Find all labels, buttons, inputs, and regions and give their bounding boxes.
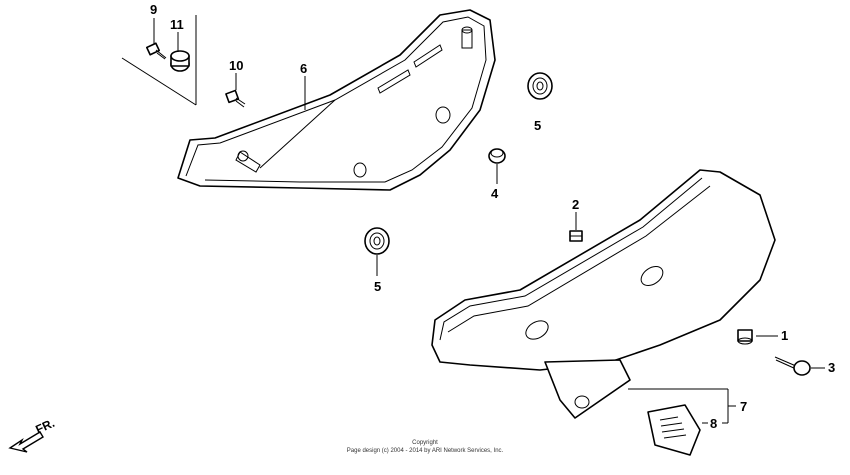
part-8-label[interactable]: [647, 404, 701, 456]
part-7-right-side-cover[interactable]: [431, 169, 776, 419]
part-10-bolt[interactable]: [225, 89, 246, 108]
part-2-nut[interactable]: [569, 230, 583, 242]
callout-5-upper: 5: [534, 118, 541, 133]
callout-1: 1: [781, 328, 788, 343]
callout-4: 4: [491, 186, 499, 201]
part-4-grommet[interactable]: [488, 148, 506, 164]
callout-9: 9: [150, 2, 157, 17]
callout-2: 2: [572, 197, 579, 212]
callout-3: 3: [828, 360, 835, 375]
part-11-collar[interactable]: [170, 50, 190, 72]
part-6-left-side-cover[interactable]: [177, 9, 496, 191]
callout-5-lower: 5: [374, 279, 381, 294]
part-3-screw[interactable]: [774, 356, 811, 376]
footer-copyright: Copyright: [412, 440, 438, 446]
callout-6: 6: [300, 61, 307, 76]
part-9-screw[interactable]: [145, 42, 167, 60]
footer-page-design: Page design (c) 2004 - 2014 by ARI Netwo…: [347, 448, 504, 454]
part-5-grommet-upper[interactable]: [527, 72, 553, 100]
front-direction-arrow-icon: [8, 431, 44, 453]
inset-box: [121, 15, 197, 106]
part-5-grommet-lower[interactable]: [364, 227, 390, 255]
callout-11: 11: [170, 17, 184, 32]
part-1-bolt[interactable]: [737, 329, 753, 345]
callout-10: 10: [229, 58, 243, 73]
front-direction-label: FR.: [33, 416, 56, 437]
bracket-7-8: [628, 388, 736, 424]
callout-8: 8: [710, 416, 717, 431]
callout-7: 7: [740, 399, 747, 414]
